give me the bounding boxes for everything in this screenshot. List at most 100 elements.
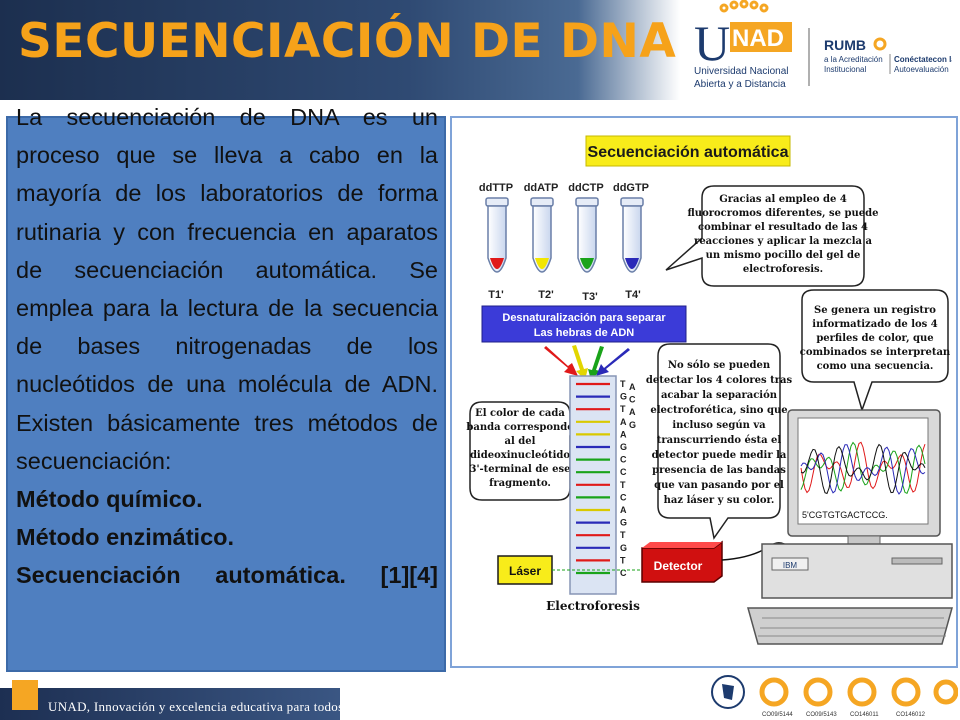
cert-code-4: CO146012 <box>896 712 926 718</box>
tube-label-t2: T2' <box>538 289 554 301</box>
gel-letter: C <box>620 568 627 578</box>
unad-logo: U NAD Universidad Nacional Abierta y a D… <box>694 0 792 90</box>
cert-code-1: CO09/5144 <box>762 712 793 718</box>
monitor-stand <box>847 535 881 545</box>
gel-letter: T <box>620 404 626 414</box>
tube-3 <box>575 197 599 273</box>
rumbo-tag2: Autoevaluación <box>894 65 949 74</box>
gel-letter: G <box>620 543 627 553</box>
bubble3-line6: transcurriendo ésta el <box>657 435 782 446</box>
bubble1-line4: reacciones y aplicar la mezcla a <box>694 236 872 247</box>
bubble1-line3: combinar el resultado de las 4 <box>698 222 868 233</box>
gel-letter: A <box>620 505 627 515</box>
bubble3-line2: detectar los 4 colores tras <box>646 375 793 386</box>
ibm-badge <box>771 557 809 571</box>
bubble3-line3: acabar la separación <box>661 390 778 401</box>
sgs-logo-icon-4 <box>933 679 958 705</box>
rumbo-line2: Institucional <box>824 65 866 74</box>
bubble2-line3: perfiles de color, que <box>816 333 933 344</box>
bubble2-line2: informatizado de los 4 <box>812 319 938 330</box>
bubble3-line4: electroforética, sino que <box>650 405 787 416</box>
tube-1 <box>485 197 509 273</box>
gel-letter: T <box>620 555 626 565</box>
bubble4-line2: banda corresponde <box>466 422 573 433</box>
disk-slot <box>891 557 943 565</box>
bubble4-line1: El color de cada <box>475 408 565 419</box>
gel-bands <box>576 382 610 575</box>
method-automatic: Secuenciación automática. [1][4] <box>16 562 438 589</box>
rumbo-brand: RUMB <box>824 37 866 53</box>
denaturation-line1: Desnaturalización para separar <box>502 312 666 324</box>
footer-slogan: UNAD, Innovación y excelencia educativa … <box>48 699 348 714</box>
rumbo-tag1: Conéctatecon la <box>894 55 952 64</box>
method-chemical: Método químico. <box>16 486 203 513</box>
header-band <box>0 0 680 100</box>
text-content: La secuenciación de DNA es un proceso qu… <box>16 98 438 595</box>
bubble3-line7: detector puede medir la <box>652 450 787 461</box>
cert-code-2: CO09/5143 <box>806 712 837 718</box>
unad-brand-u: U <box>694 15 730 71</box>
bubble3-line8: presencia de las bandas <box>652 465 786 476</box>
sequencing-diagram: Secuenciación automática ddTTP ddATP ddC… <box>466 135 953 645</box>
gel-letter: C <box>620 492 627 502</box>
chromatogram-trace <box>800 443 926 495</box>
bubble-band-color: El color de cada banda corresponde al de… <box>466 401 575 501</box>
bubble-fluorochromes: Gracias al empleo de 4 fluorocromos dife… <box>665 185 879 287</box>
intro-paragraph: La secuenciación de DNA es un proceso qu… <box>16 104 438 474</box>
bubble2-line5: como una secuencia. <box>817 361 934 372</box>
sequence-readout: 5'CGTGTGACTCCG. <box>802 510 888 520</box>
bubble4-line6: fragmento. <box>489 478 551 489</box>
sgs-logo-icon-2 <box>847 677 877 707</box>
denaturation-box <box>481 305 687 343</box>
electrophoresis-label: Electroforesis <box>546 599 640 613</box>
gel-letter: T <box>620 480 626 490</box>
bubble4-line5: 3'-terminal de ese <box>469 464 570 475</box>
unad-line1: Universidad Nacional <box>694 66 789 77</box>
bubble2-line4: combinados se interpretan <box>800 347 951 358</box>
sgs-logo-icon <box>803 677 833 707</box>
cpu-box <box>761 543 953 599</box>
gel-letter: C <box>620 455 627 465</box>
bubble2-line1: Se genera un registro <box>814 305 936 316</box>
rumbo-logo: RUMB a la Acreditación Institucional Con… <box>824 37 952 74</box>
chromatogram-trace <box>800 441 926 494</box>
ibm-label: IBM <box>783 561 798 570</box>
gel-letter: G <box>620 442 627 452</box>
bubble1-line2: fluorocromos diferentes, se puede <box>688 208 879 219</box>
gel-letter: T <box>620 379 626 389</box>
cert-code-3: CO146011 <box>850 712 879 718</box>
gel-letter-offset: A <box>629 382 636 392</box>
method-enzymatic: Método enzimático. <box>16 524 235 551</box>
diagram-title-box <box>585 135 791 167</box>
gel-letter: A <box>620 429 627 439</box>
bubble3-line10: haz láser y su color. <box>664 495 775 506</box>
tube-label-ddgtp: ddGTP <box>613 182 649 194</box>
detector-device <box>641 540 723 583</box>
bubble3-line9: que van pasando por el <box>654 480 784 491</box>
tube-4 <box>620 197 644 273</box>
unad-brand-nad: NAD <box>732 25 784 52</box>
text-panel <box>6 116 446 672</box>
logo-separator <box>808 28 810 86</box>
bubble1-line1: Gracias al empleo de 4 <box>719 194 847 205</box>
laser-box <box>497 555 553 585</box>
chromatogram-traces <box>800 441 926 495</box>
denaturation-line2: Las hebras de ADN <box>534 327 635 339</box>
tube-label-t1: T1' <box>488 289 504 301</box>
gel-letter-offset: C <box>629 395 636 405</box>
monitor-screen <box>797 417 929 525</box>
gel-letter: G <box>620 392 627 402</box>
gel-letter: A <box>620 417 627 427</box>
header: SECUENCIACIÓN DE DNA U NAD Universidad N… <box>0 0 960 100</box>
bubble1-line5: un mismo pocillo del gel de <box>706 250 861 261</box>
detector-label: Detector <box>654 559 703 573</box>
gel-letter: T <box>620 530 626 540</box>
tube-label-ddctp: ddCTP <box>568 182 603 194</box>
iqnet-logo-icon <box>759 677 789 707</box>
tube-2 <box>530 197 554 273</box>
gel-letter: G <box>620 518 627 528</box>
page-title: SECUENCIACIÓN DE DNA <box>18 14 677 69</box>
computer: 5'CGTGTGACTCCG. IBM <box>747 409 953 645</box>
bubble4-line3: al del <box>505 436 536 447</box>
